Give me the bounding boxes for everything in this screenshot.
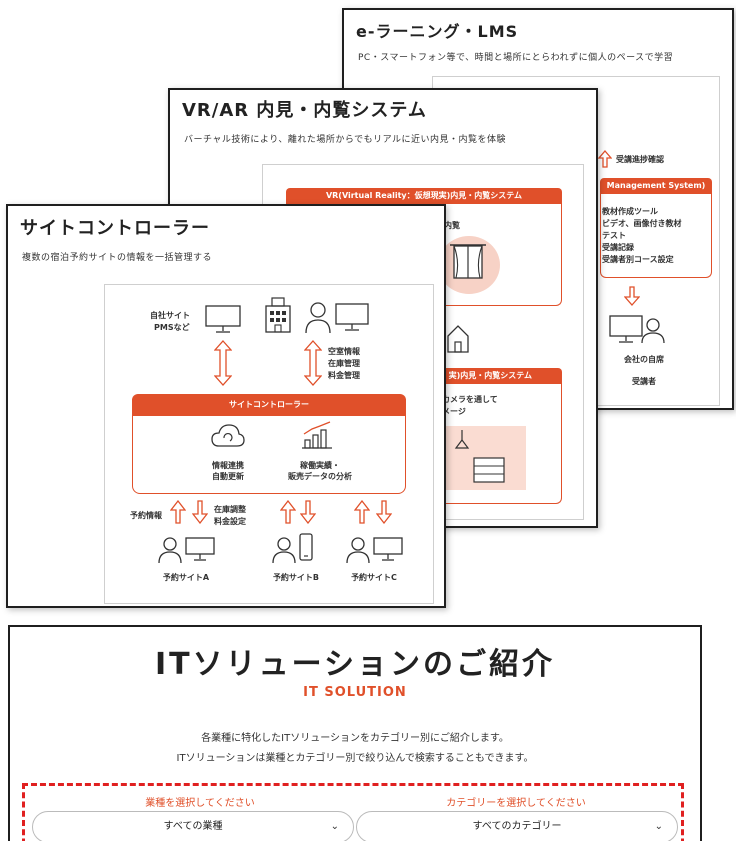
- intro-text-2: ITソリューションは業種とカテゴリー別で絞り込んで検索することもできます。: [176, 753, 534, 764]
- page-title: ITソリューションのご紹介: [154, 647, 556, 682]
- sc-feature2-line1: 稼働実績・: [300, 461, 340, 470]
- sc-title: サイトコントローラー: [20, 218, 210, 239]
- lms-header: Management System): [600, 178, 712, 194]
- sc-booking-info: 予約情報: [130, 511, 162, 520]
- lms-learner-label: 受講者: [632, 377, 656, 386]
- category-filter-label: カテゴリーを選択してください: [446, 798, 586, 809]
- person-icon: [641, 318, 665, 344]
- sc-mgmt-line2: 在庫管理: [328, 359, 360, 368]
- person-icon: [346, 537, 370, 564]
- arrow-up-icon: [280, 500, 296, 524]
- sc-site-b: 予約サイトB: [272, 573, 320, 582]
- vr-title: VR/AR 内見・内覧システム: [182, 100, 427, 121]
- industry-select-value: すべての業種: [163, 821, 223, 832]
- sc-own-site-line1: 自社サイト: [150, 311, 190, 320]
- sc-feature1-line2: 自動更新: [212, 472, 244, 481]
- cloud-sync-icon: [211, 424, 245, 447]
- arrow-up-icon: [354, 500, 370, 524]
- sc-mgmt-line3: 料金管理: [328, 371, 360, 380]
- monitor-icon: [373, 537, 403, 561]
- sc-subtitle: 複数の宿泊予約サイトの情報を一括管理する: [22, 253, 213, 263]
- arrow-up-icon: [170, 500, 186, 524]
- monitor-icon: [205, 305, 241, 333]
- arrow-down-icon: [300, 500, 316, 524]
- lms-check-label: 受講進捗確認: [616, 155, 664, 164]
- page-subtitle: IT SOLUTION: [303, 685, 407, 700]
- lms-feature-box: [600, 194, 712, 278]
- arrow-up-down-icon: [214, 340, 232, 386]
- arrow-down-icon: [376, 500, 392, 524]
- monitor-icon: [185, 537, 215, 561]
- category-select-value: すべてのカテゴリー: [472, 821, 562, 832]
- chevron-down-icon: ⌄: [654, 821, 663, 832]
- vr-subtitle: バーチャル技術により、離れた場所からでもリアルに近い内見・内覧を体験: [184, 135, 507, 145]
- vr-item-label: 内覧: [444, 221, 460, 230]
- sc-site-a: 予約サイトA: [162, 573, 210, 582]
- intro-text-1: 各業種に特化したITソリューションをカテゴリー別にご紹介します。: [201, 733, 509, 744]
- vr-header: VR(Virtual Reality：仮想現実)内見・内覧システム: [286, 188, 562, 204]
- sc-diagram: [104, 284, 434, 604]
- site-controller-card: サイトコントローラー 複数の宿泊予約サイトの情報を一括管理する 自社サイト PM…: [6, 204, 446, 608]
- chart-icon: [302, 421, 332, 449]
- sc-center-header: サイトコントローラー: [132, 394, 406, 416]
- lms-subtitle: PC・スマートフォン等で、時間と場所にとらわれずに個人のペースで学習: [358, 53, 674, 63]
- sc-center-box: [132, 416, 406, 494]
- it-solution-panel: ITソリューションのご紹介 IT SOLUTION 各業種に特化したITソリュー…: [8, 625, 702, 841]
- sc-stock-line2: 料金設定: [214, 517, 246, 526]
- person-icon: [305, 302, 331, 334]
- lms-feature-1: 教材作成ツール: [602, 207, 658, 216]
- building-icon: [265, 297, 291, 333]
- monitor-icon: [335, 303, 369, 331]
- lamp-icon: [454, 430, 470, 449]
- lms-feature-4: 受講記録: [602, 243, 634, 252]
- sc-site-c: 予約サイトC: [351, 573, 397, 582]
- person-icon: [158, 537, 182, 564]
- lms-feature-3: テスト: [602, 231, 626, 240]
- sc-mgmt-line1: 空室情報: [328, 347, 360, 356]
- sc-stock-line1: 在庫調整: [214, 505, 246, 514]
- smartphone-icon: [299, 533, 313, 561]
- lms-feature-2: ビデオ、画像付き教材: [602, 219, 682, 228]
- lms-title: e-ラーニング・LMS: [356, 22, 519, 41]
- industry-filter-label: 業種を選択してください: [145, 798, 255, 809]
- filter-highlight: [22, 783, 684, 841]
- arrow-down-icon: [192, 500, 208, 524]
- arrow-up-icon: [598, 150, 612, 168]
- ar-line2: メージ: [442, 407, 466, 416]
- ar-line1: カメラを通して: [442, 395, 498, 404]
- sc-feature1-line1: 情報連携: [212, 461, 244, 470]
- house-icon: [447, 325, 469, 353]
- sc-feature2-line2: 販売データの分析: [288, 472, 352, 481]
- sc-own-site-line2: PMSなど: [154, 323, 190, 332]
- person-icon: [272, 537, 296, 564]
- category-select[interactable]: すべてのカテゴリー ⌄: [356, 811, 678, 841]
- lms-home-label: 会社の自席: [624, 355, 664, 364]
- lms-feature-5: 受講者別コース設定: [602, 255, 674, 264]
- shelf-icon: [473, 457, 505, 483]
- arrow-down-icon: [624, 286, 640, 306]
- industry-select[interactable]: すべての業種 ⌄: [32, 811, 354, 841]
- arrow-up-down-icon: [304, 340, 322, 386]
- monitor-icon: [609, 315, 643, 343]
- window-icon: [450, 244, 486, 279]
- chevron-down-icon: ⌄: [330, 821, 339, 832]
